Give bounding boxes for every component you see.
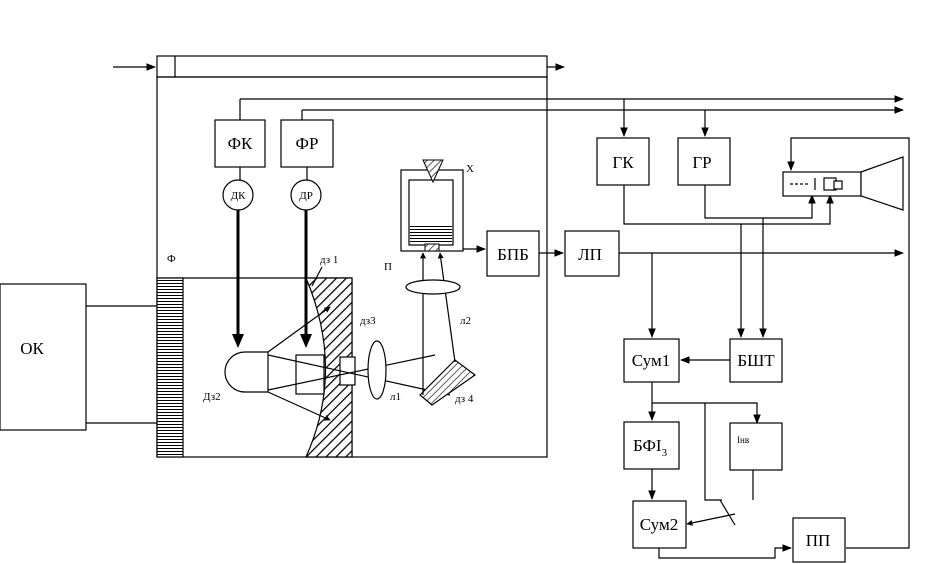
optical-rays	[267, 306, 451, 421]
generator-links	[623, 185, 834, 338]
sum2-label: Сум2	[640, 515, 678, 534]
dk-label: ДК	[231, 190, 247, 202]
gr-block: ГР	[677, 137, 731, 186]
ok-label: ОК	[20, 339, 44, 358]
dr-circle: ДР	[290, 179, 322, 211]
bpb-block: БПБ	[486, 230, 540, 277]
inner-chamber: Ф	[156, 253, 353, 458]
bfi3-block: БФІ3	[623, 421, 680, 470]
pp-label: ПП	[806, 531, 831, 550]
label-p: П	[384, 261, 392, 273]
filter-f	[156, 277, 184, 458]
switch	[686, 403, 754, 526]
label-dz4: дз 4	[455, 393, 474, 405]
ok-block: ОК	[0, 283, 87, 431]
lens-l2	[405, 279, 461, 295]
bfi3-label: БФІ3	[633, 436, 668, 459]
photodetector-p: П Х	[384, 159, 474, 273]
inv-block: Інв	[729, 422, 783, 471]
inv-label: Інв	[737, 435, 749, 445]
lp-label: ЛП	[578, 245, 602, 264]
dk-circle: ДК	[222, 179, 254, 211]
pp-block: ПП	[792, 517, 846, 563]
bsht-block: БШТ	[729, 338, 783, 383]
dr-label: ДР	[299, 190, 313, 202]
label-l2: л2	[460, 315, 471, 327]
label-dz3: дз3	[360, 315, 376, 327]
bsht-label: БШТ	[737, 351, 775, 370]
label-f: Ф	[167, 253, 176, 265]
sum1-label: Сум1	[632, 351, 670, 370]
crt-display	[782, 156, 904, 211]
bpb-label: БПБ	[497, 245, 529, 264]
sum1-block: Сум1	[623, 338, 680, 383]
top-input-bar	[113, 55, 565, 78]
fr-label: ФР	[296, 134, 319, 153]
fr-block: ФР	[280, 119, 334, 168]
gk-block: ГК	[596, 137, 650, 186]
lens-l1	[367, 340, 387, 400]
label-l1: л1	[390, 391, 401, 403]
sum2-block: Сум2	[632, 500, 687, 549]
gk-label: ГК	[612, 153, 634, 172]
label-dz1: дз 1	[320, 254, 338, 266]
lp-block: ЛП	[564, 230, 620, 277]
mirror-dz4	[419, 359, 477, 406]
control-buses	[239, 95, 904, 137]
label-dz2: Дз2	[203, 391, 221, 403]
fk-block: ФК	[214, 119, 266, 168]
pp-feedback	[787, 137, 910, 549]
fk-label: ФК	[228, 134, 253, 153]
lamp-dz2	[224, 351, 269, 393]
sample-cell	[295, 354, 325, 395]
label-x: Х	[466, 163, 474, 175]
gr-label: ГР	[692, 153, 711, 172]
